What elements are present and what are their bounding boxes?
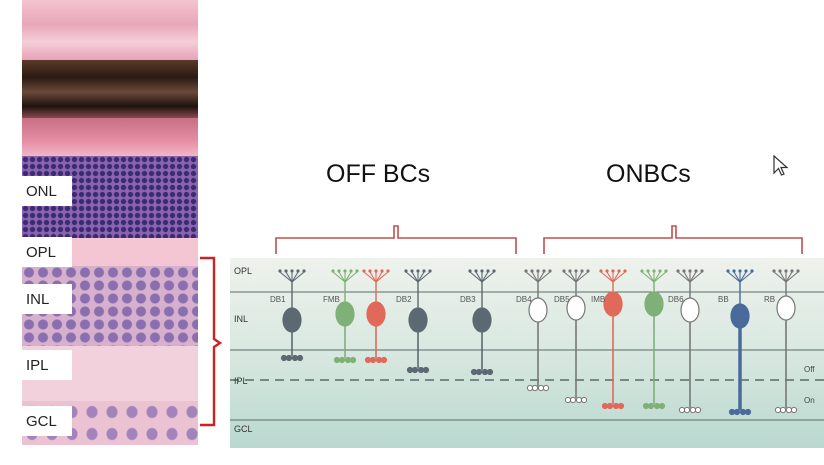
mouse-cursor-icon: [772, 154, 790, 178]
off-bcs-heading: OFF BCs: [326, 160, 430, 189]
cell-label-db1: DB1: [270, 295, 286, 304]
sublamina-off-label: Off: [804, 365, 815, 374]
cell-label-db2: DB2: [396, 295, 412, 304]
cell-label-imb: IMB: [591, 295, 605, 304]
label-gcl: GCL: [20, 406, 72, 436]
cell-label-db5: DB5: [554, 295, 570, 304]
cell-label-rb: RB: [764, 295, 775, 304]
diagram-label-gcl: GCL: [234, 424, 253, 434]
cell-label-db6: DB6: [668, 295, 684, 304]
bipolar-cell-diagram: OPL INL IPL GCL Off On DB1 FMB DB2 DB3 DB4 DB…: [230, 258, 824, 448]
cell-label-db3: DB3: [460, 295, 476, 304]
diagram-label-inl: INL: [234, 314, 248, 324]
label-inl: INL: [20, 284, 72, 314]
on-bcs-heading: ONBCs: [606, 160, 691, 189]
sublamina-on-label: On: [804, 396, 815, 405]
cell-label-bb: BB: [718, 295, 729, 304]
on-bracket: [544, 226, 802, 254]
inl-gcl-bracket: [196, 255, 222, 430]
label-opl: OPL: [20, 237, 72, 267]
label-onl: ONL: [20, 176, 72, 206]
label-ipl: IPL: [20, 350, 72, 380]
group-brackets: [270, 208, 820, 258]
diagram-label-ipl: IPL: [234, 376, 248, 386]
off-bracket: [276, 226, 516, 254]
diagram-label-opl: OPL: [234, 266, 252, 276]
cell-label-db4: DB4: [516, 295, 532, 304]
cell-label-fmb: FMB: [323, 295, 340, 304]
